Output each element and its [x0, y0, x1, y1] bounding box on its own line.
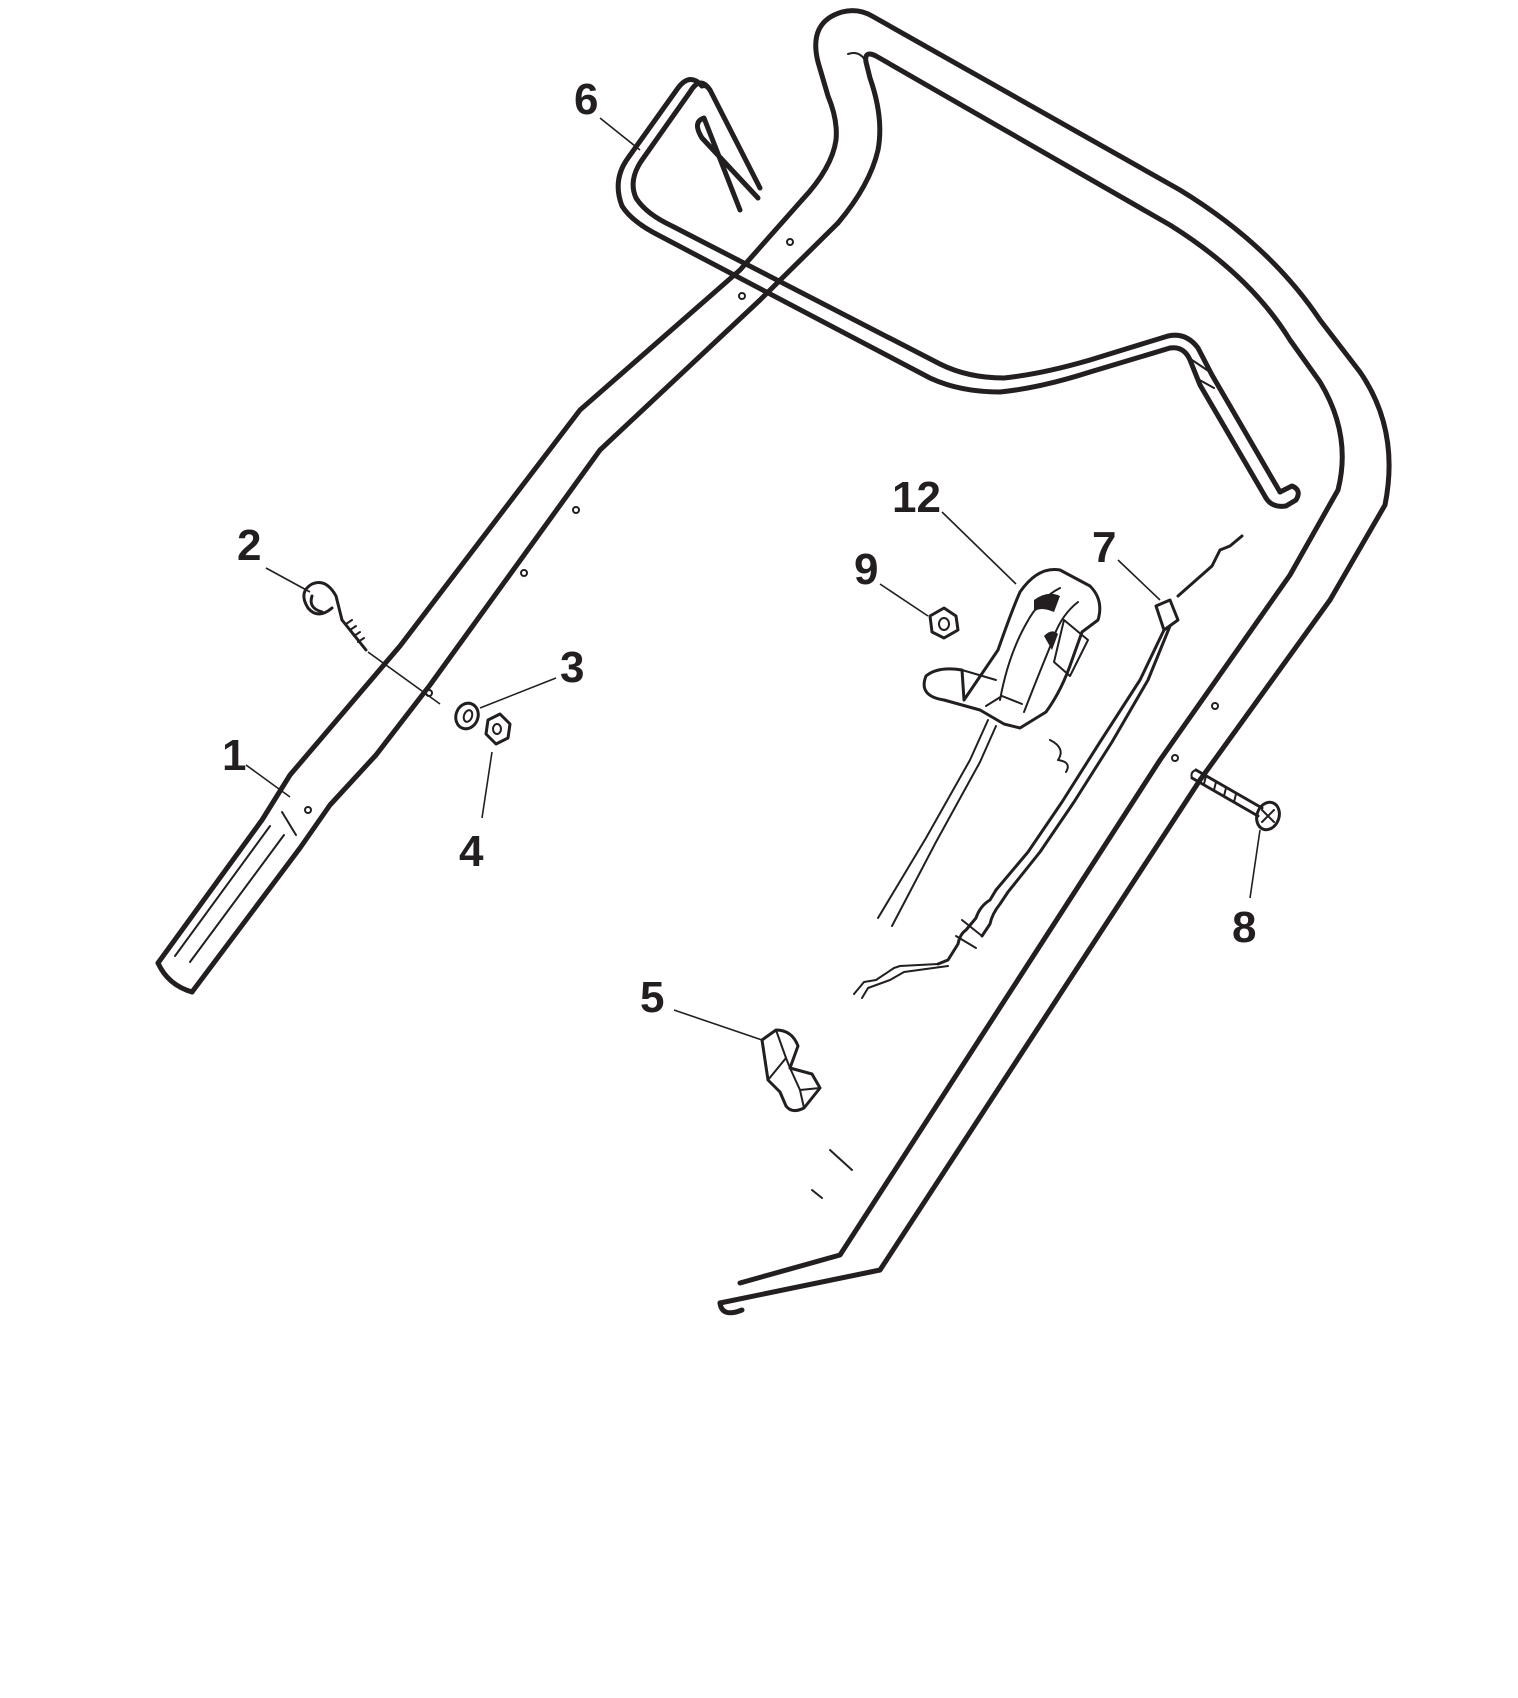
callout-12: 12 [892, 473, 941, 522]
leader-6 [599, 117, 641, 151]
leader-lines [245, 117, 1261, 1041]
leader-4 [481, 751, 493, 819]
leader-2b [367, 651, 441, 705]
part-7-control-cable [853, 534, 1244, 999]
callout-labels: 1 2 3 4 5 6 7 8 9 12 [222, 75, 1256, 1022]
part-4-nut [484, 712, 512, 746]
part-5-cable-clip [760, 1028, 822, 1113]
leader-8 [1249, 829, 1261, 899]
callout-1: 1 [222, 731, 246, 780]
leader-5 [673, 1009, 763, 1041]
callout-6: 6 [574, 75, 598, 124]
callout-5: 5 [640, 973, 664, 1022]
upper-handle-loop [717, 8, 1392, 1316]
part-9-nut [928, 606, 960, 640]
leader-2 [265, 567, 311, 593]
callout-7: 7 [1092, 523, 1116, 572]
leader-12 [941, 511, 1017, 585]
part-8-bolt [1190, 768, 1281, 832]
part-2-hook-bolt [302, 581, 368, 652]
leader-3 [479, 677, 557, 709]
callout-8: 8 [1232, 903, 1256, 952]
callout-4: 4 [459, 827, 484, 876]
leader-1 [245, 764, 291, 798]
callout-2: 2 [237, 521, 261, 570]
leader-9 [879, 583, 929, 617]
callout-3: 3 [560, 643, 584, 692]
part-1-lower-handle-left [155, 197, 841, 995]
callout-9: 9 [854, 545, 878, 594]
part-6-bail-bar [615, 77, 1301, 509]
part-12-throttle-lever [877, 567, 1102, 927]
part-3-washer [454, 701, 480, 731]
leader-7 [1117, 559, 1161, 601]
